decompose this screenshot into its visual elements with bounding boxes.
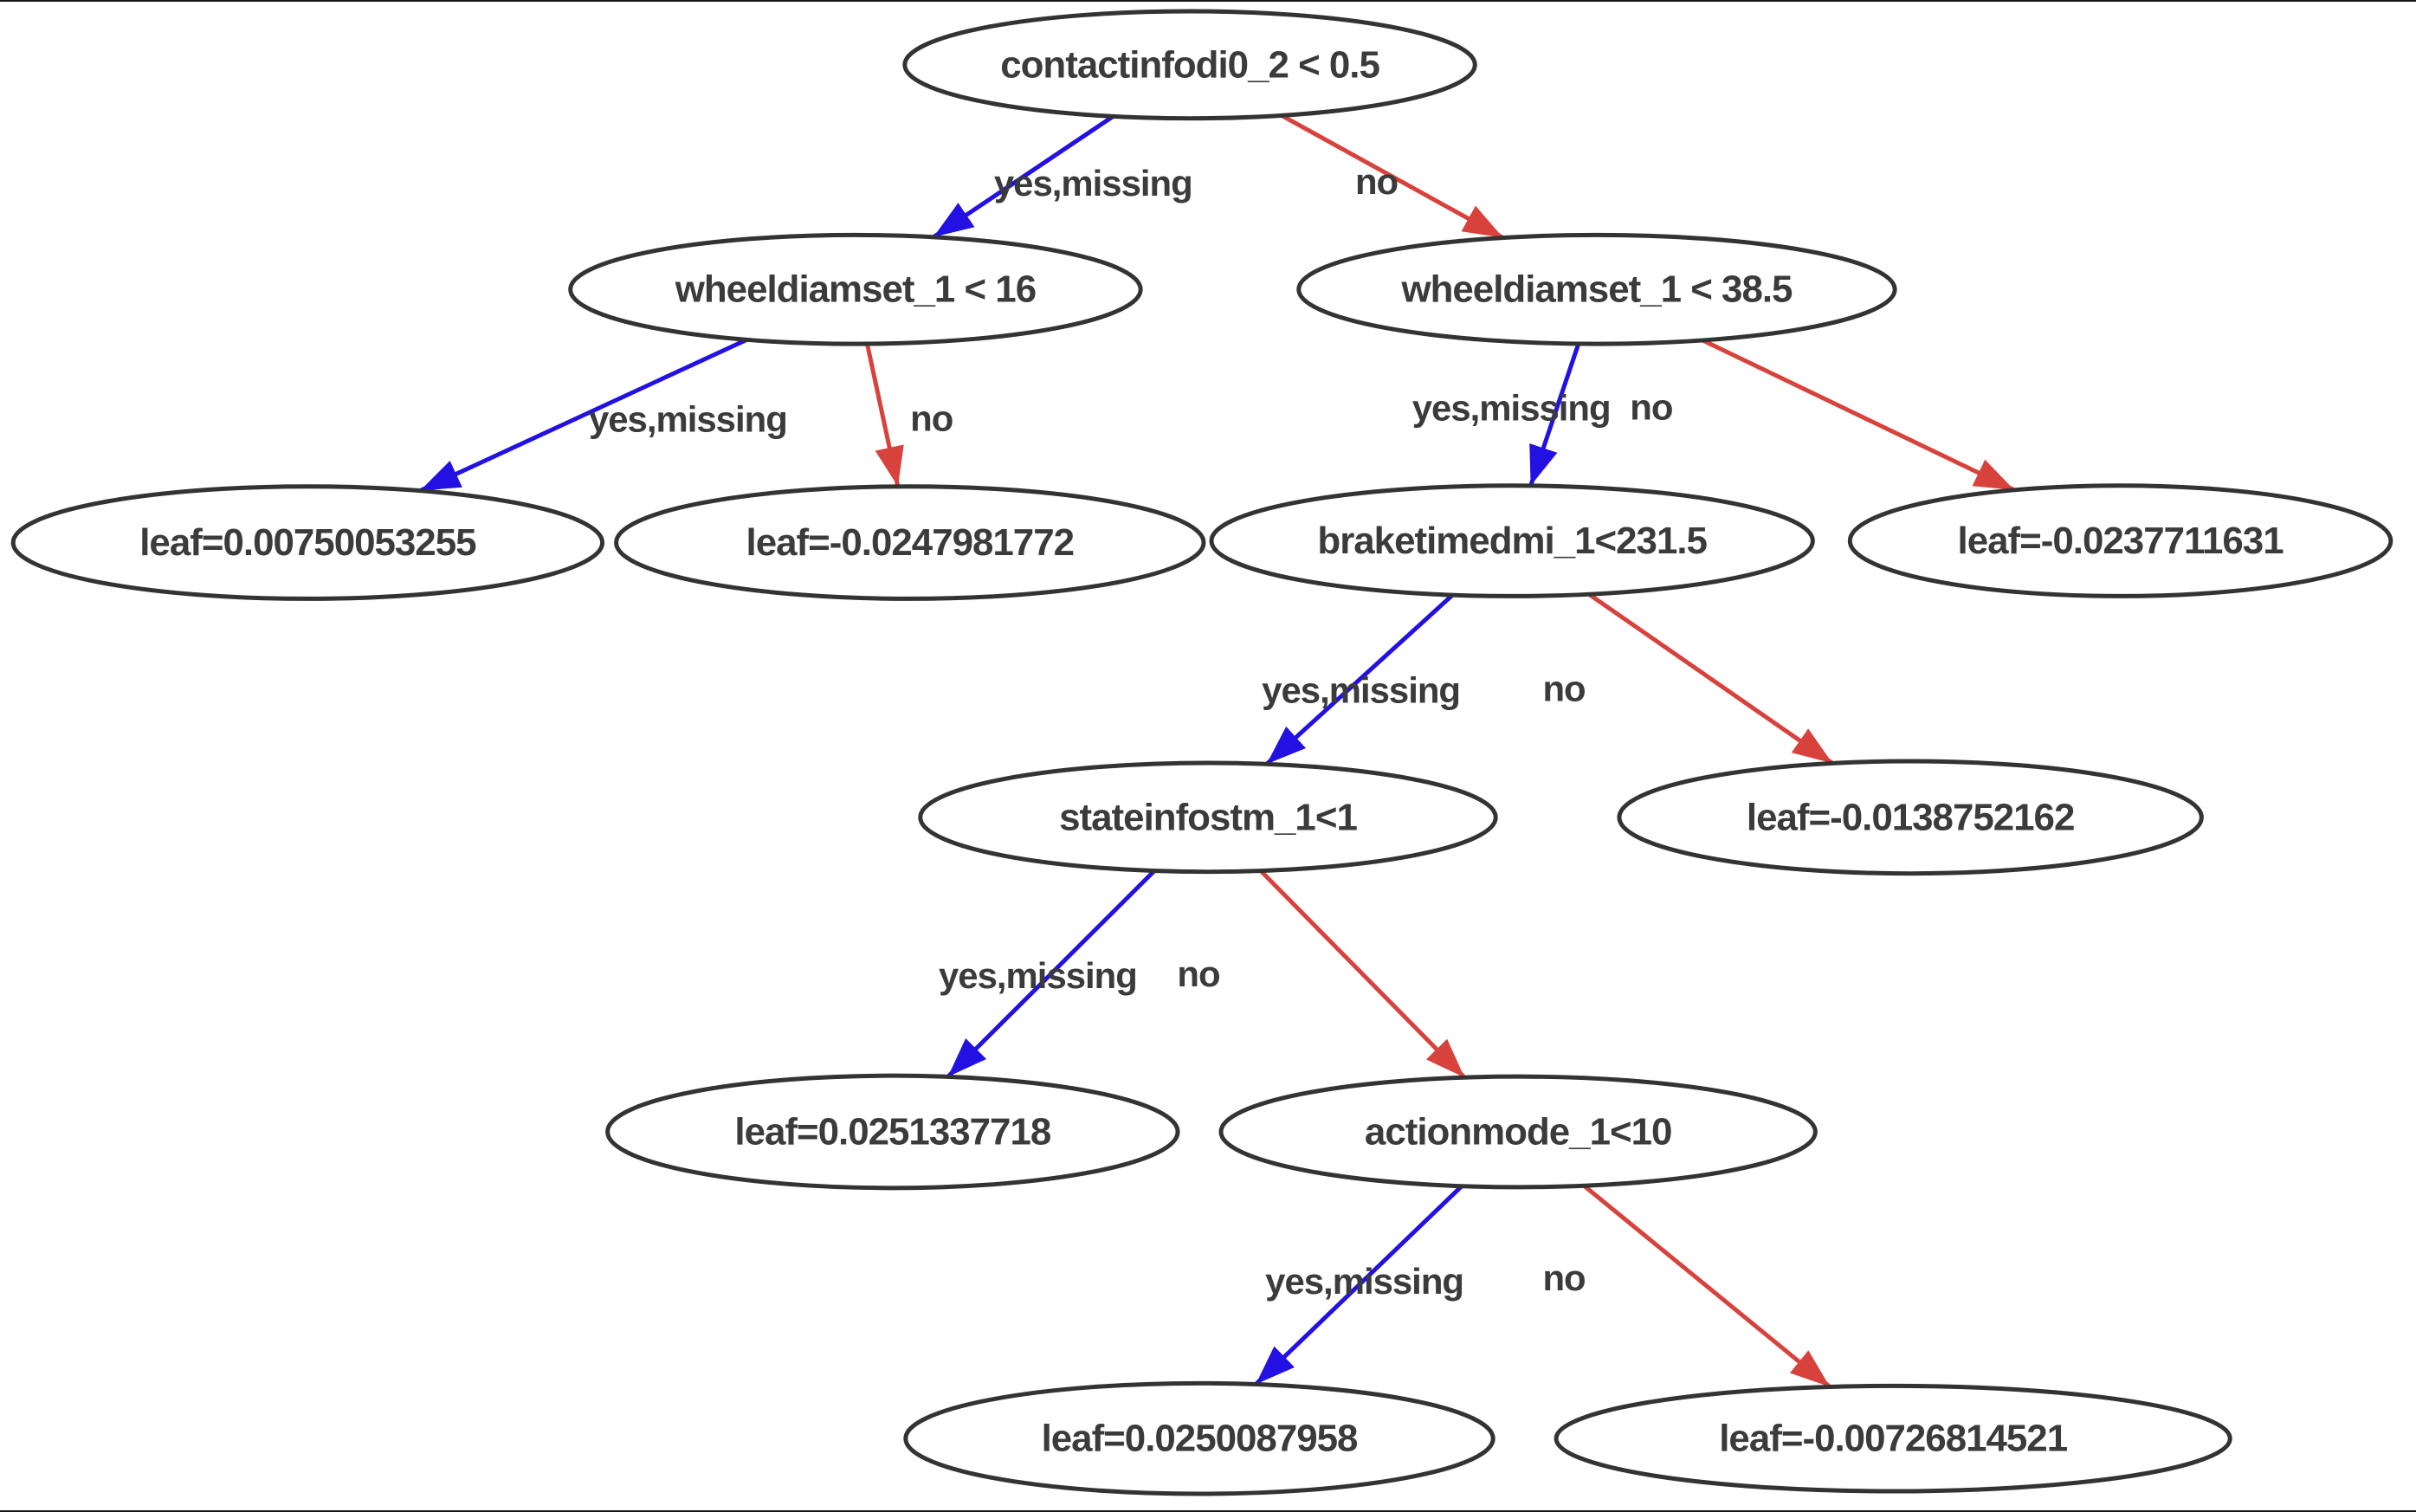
tree-edge-label: yes,missing (939, 955, 1137, 996)
tree-node-stateinfostm: stateinfostm_1<1 (918, 760, 1498, 875)
tree-node-label: leaf=0.00750053255 (139, 521, 476, 564)
leaf-node-ellipse (903, 1380, 1495, 1496)
tree-edge-actionmode-leaf_0250: yes,missing (1254, 1184, 1464, 1386)
tree-edge-line (1702, 338, 2016, 493)
tree-edge-line (932, 114, 1114, 239)
leaf-node-ellipse (1554, 1383, 2232, 1494)
tree-node-root: contactinfodi0_2 < 0.5 (902, 9, 1477, 121)
tree-node-label: leaf=-0.0237711631 (1958, 520, 2284, 562)
tree-node-label: actionmode_1<10 (1365, 1111, 1671, 1153)
tree-node-leaf_n0073: leaf=-0.00726814521 (1554, 1383, 2232, 1494)
tree-edge-line (1259, 869, 1467, 1079)
split-node-ellipse (1218, 1074, 1818, 1190)
tree-edge-line (1528, 343, 1581, 487)
tree-edge-line (946, 869, 1156, 1079)
tree-edge-wheeldiamset_16-leaf_0075: yes,missing (419, 338, 788, 493)
tree-node-label: wheeldiamset_1 < 16 (675, 268, 1036, 311)
tree-node-label: wheeldiamset_1 < 38.5 (1400, 268, 1793, 311)
split-node-ellipse (918, 760, 1498, 875)
tree-edge-root-wheeldiamset_16: yes,missing (932, 114, 1193, 239)
tree-node-leaf_0250: leaf=0.0250087958 (903, 1380, 1495, 1496)
split-node-ellipse (1209, 483, 1815, 598)
tree-node-label: stateinfostm_1<1 (1059, 796, 1357, 838)
tree-edge-label: yes,missing (1265, 1261, 1463, 1302)
tree-edge-line (1265, 593, 1455, 766)
tree-node-label: leaf=-0.00726814521 (1719, 1418, 2067, 1460)
tree-edge-actionmode-leaf_n0073: no (1542, 1184, 1831, 1389)
tree-edge-stateinfostm-actionmode: no (1177, 869, 1467, 1079)
tree-edge-label: no (1542, 669, 1585, 709)
tree-node-leaf_n0238: leaf=-0.0237711631 (1847, 483, 2393, 598)
leaf-node-ellipse (10, 484, 605, 601)
tree-edge-braketimedmi-leaf_n0139: no (1542, 592, 1834, 766)
split-node-ellipse (902, 9, 1477, 121)
tree-edge-label: yes,missing (1412, 387, 1611, 428)
tree-edge-braketimedmi-stateinfostm: yes,missing (1262, 593, 1461, 766)
tree-edge-label: no (1177, 953, 1219, 994)
tree-edge-line (1582, 1184, 1831, 1389)
tree-edge-line (1587, 592, 1834, 766)
tree-edge-label: no (910, 397, 953, 438)
tree-node-leaf_0251: leaf=0.0251337718 (605, 1073, 1180, 1191)
leaf-node-ellipse (1847, 483, 2393, 598)
tree-node-leaf_n0248: leaf=-0.0247981772 (614, 484, 1206, 601)
tree-edge-wheeldiamset_16-leaf_n0248: no (864, 343, 953, 488)
tree-node-label: contactinfodi0_2 < 0.5 (1000, 43, 1379, 86)
tree-edge-line (1254, 1184, 1463, 1386)
tree-edge-line (864, 343, 904, 488)
tree-edge-label: no (1542, 1257, 1585, 1298)
split-node-ellipse (568, 232, 1143, 346)
tree-node-label: leaf=-0.0247981772 (746, 521, 1074, 564)
tree-node-label: leaf=0.0250087958 (1042, 1418, 1358, 1460)
tree-edge-label: no (1630, 386, 1672, 427)
tree-node-braketimedmi: braketimedmi_1<231.5 (1209, 483, 1815, 598)
tree-edge-label: yes,missing (1262, 670, 1460, 711)
split-node-ellipse (1296, 232, 1897, 346)
tree-edge-line (1280, 113, 1505, 240)
tree-edge-wheeldiamset_385-braketimedmi: yes,missing (1412, 343, 1612, 487)
tree-edge-label: yes,missing (589, 398, 787, 439)
tree-edge-root-wheeldiamset_385: no (1280, 113, 1505, 240)
tree-edge-stateinfostm-leaf_0251: yes,missing (939, 869, 1156, 1079)
tree-node-actionmode: actionmode_1<10 (1218, 1074, 1818, 1190)
leaf-node-ellipse (614, 484, 1206, 601)
tree-node-leaf_0075: leaf=0.00750053255 (10, 484, 605, 601)
tree-node-leaf_n0139: leaf=-0.0138752162 (1617, 759, 2204, 876)
tree-node-label: leaf=-0.0138752162 (1747, 796, 2074, 838)
tree-edge-label: no (1355, 161, 1398, 202)
leaf-node-ellipse (605, 1073, 1180, 1191)
leaf-node-ellipse (1617, 759, 2204, 876)
tree-node-wheeldiamset_385: wheeldiamset_1 < 38.5 (1296, 232, 1897, 346)
tree-edge-line (419, 338, 748, 493)
tree-edge-label: yes,missing (994, 163, 1192, 204)
tree-node-label: leaf=0.0251337718 (734, 1111, 1050, 1153)
tree-node-label: braketimedmi_1<231.5 (1317, 520, 1707, 562)
tree-edge-wheeldiamset_385-leaf_n0238: no (1630, 338, 2016, 493)
tree-node-wheeldiamset_16: wheeldiamset_1 < 16 (568, 232, 1143, 346)
